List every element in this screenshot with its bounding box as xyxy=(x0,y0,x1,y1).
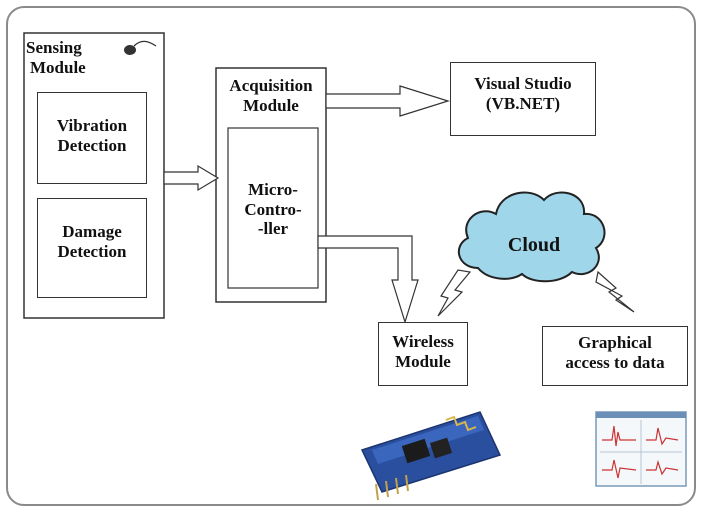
wireless-module-box xyxy=(378,322,468,386)
arrow-micro-to-wireless xyxy=(317,235,419,325)
wireless-module-label: Wireless Module xyxy=(392,332,454,371)
sensor-icon xyxy=(124,40,157,55)
damage-detection-label: Damage Detection xyxy=(57,222,127,261)
microcontroller-box xyxy=(227,127,319,289)
graphical-access-box xyxy=(542,326,688,386)
wireless-signal-bolt-left xyxy=(437,269,472,317)
sensing-module-title: Sensing Module xyxy=(26,38,86,77)
microcontroller-label: Micro- Contro- -ller xyxy=(244,180,302,239)
graph-thumbnail-image xyxy=(595,411,687,487)
damage-detection-box xyxy=(37,198,147,298)
graphical-access-label: Graphical access to data xyxy=(565,333,665,372)
diagram-frame xyxy=(6,6,696,506)
vibration-detection-label: Vibration Detection xyxy=(56,116,128,155)
cloud-shape xyxy=(457,191,606,283)
visual-studio-box xyxy=(450,62,596,136)
arrow-acquisition-to-visual-studio xyxy=(325,85,451,117)
visual-studio-label: Visual Studio (VB.NET) xyxy=(474,74,572,113)
arrow-sensing-to-acquisition xyxy=(163,164,220,192)
vibration-detection-box xyxy=(37,92,147,184)
acquisition-module-label: Acquisition Module xyxy=(229,76,313,115)
esp-wifi-module-image xyxy=(360,411,502,501)
wireless-signal-bolt-right xyxy=(595,270,635,313)
cloud-label: Cloud xyxy=(507,234,561,256)
